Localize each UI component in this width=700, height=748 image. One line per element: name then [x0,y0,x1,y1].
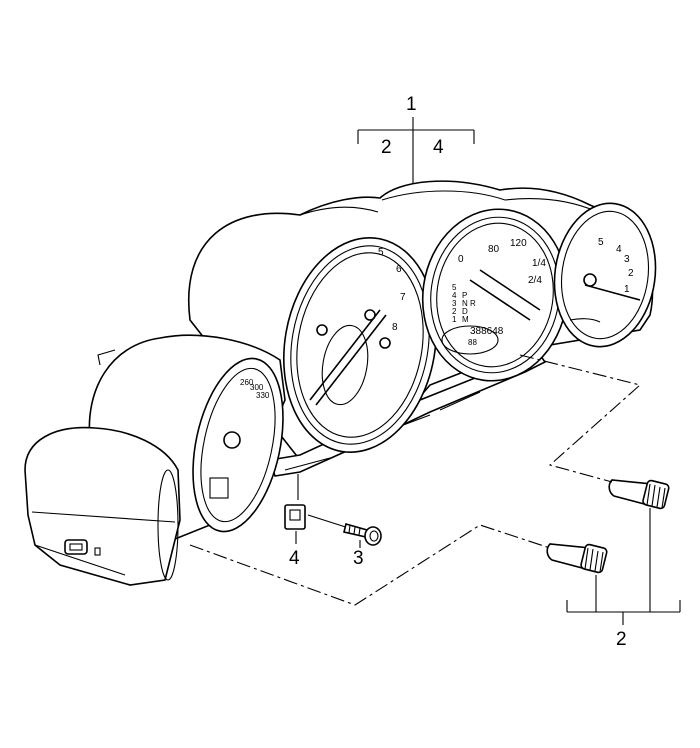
mounting-clip [284,474,306,544]
tacho-label-5: 5 [378,247,384,258]
right-gauge: 5 4 3 2 1 [553,202,657,348]
gear-label-P: P [462,291,467,300]
right-gauge-label-5: 5 [598,237,604,248]
gear-label-3: 3 [452,299,457,308]
speedo-label-120: 120 [510,238,527,249]
gear-label-1: 1 [452,315,457,324]
callout-1: 1 [406,94,417,115]
gear-label-N: N [462,299,468,308]
right-gauge-label-3: 3 [624,254,630,265]
retainer-pin-lower [546,543,608,574]
callout-bracket-2 [566,508,681,625]
callout-4-top: 4 [433,137,444,158]
right-gauge-label-1: 1 [624,284,630,295]
left-gauge-label-330: 330 [256,391,270,400]
speedo-fuel-label-2-4: 2/4 [528,275,542,286]
left-gauge-label-300: 300 [250,383,264,392]
screw [307,514,382,548]
speedo-fuel-label-1-4: 1/4 [532,258,546,269]
speedometer: 0 80 120 1/4 2/4 5 4 3 2 1 N P R D M 388… [421,208,569,382]
right-gauge-label-4: 4 [616,244,622,255]
gear-label-D: D [462,307,468,316]
tacho-label-8: 8 [392,322,398,333]
trip-display: 88 [468,338,477,347]
front-left-hood [24,426,181,586]
callout-3: 3 [353,548,364,569]
tacho-label-7: 7 [400,292,406,303]
speedo-label-80: 80 [488,244,500,255]
left-gauge-label-260: 260 [240,378,254,387]
callout-2-top: 2 [381,137,392,158]
assembly-dashed-lines [189,354,642,606]
retainer-pin-upper [608,479,670,510]
tachometer: 5 6 7 8 [282,237,438,453]
gear-label-2: 2 [452,307,457,316]
gear-label-R: R [470,299,476,308]
right-gauge-label-2: 2 [628,268,634,279]
gear-label-M: M [462,315,469,324]
odometer-display: 388648 [470,326,504,337]
callout-4-clip: 4 [289,548,300,569]
gear-label-4: 4 [452,291,457,300]
callout-bracket-1 [357,117,475,188]
callout-2-bottom: 2 [616,629,627,650]
speedo-label-0: 0 [458,254,464,265]
tacho-label-6: 6 [396,264,402,275]
gear-label-5: 5 [452,283,457,292]
